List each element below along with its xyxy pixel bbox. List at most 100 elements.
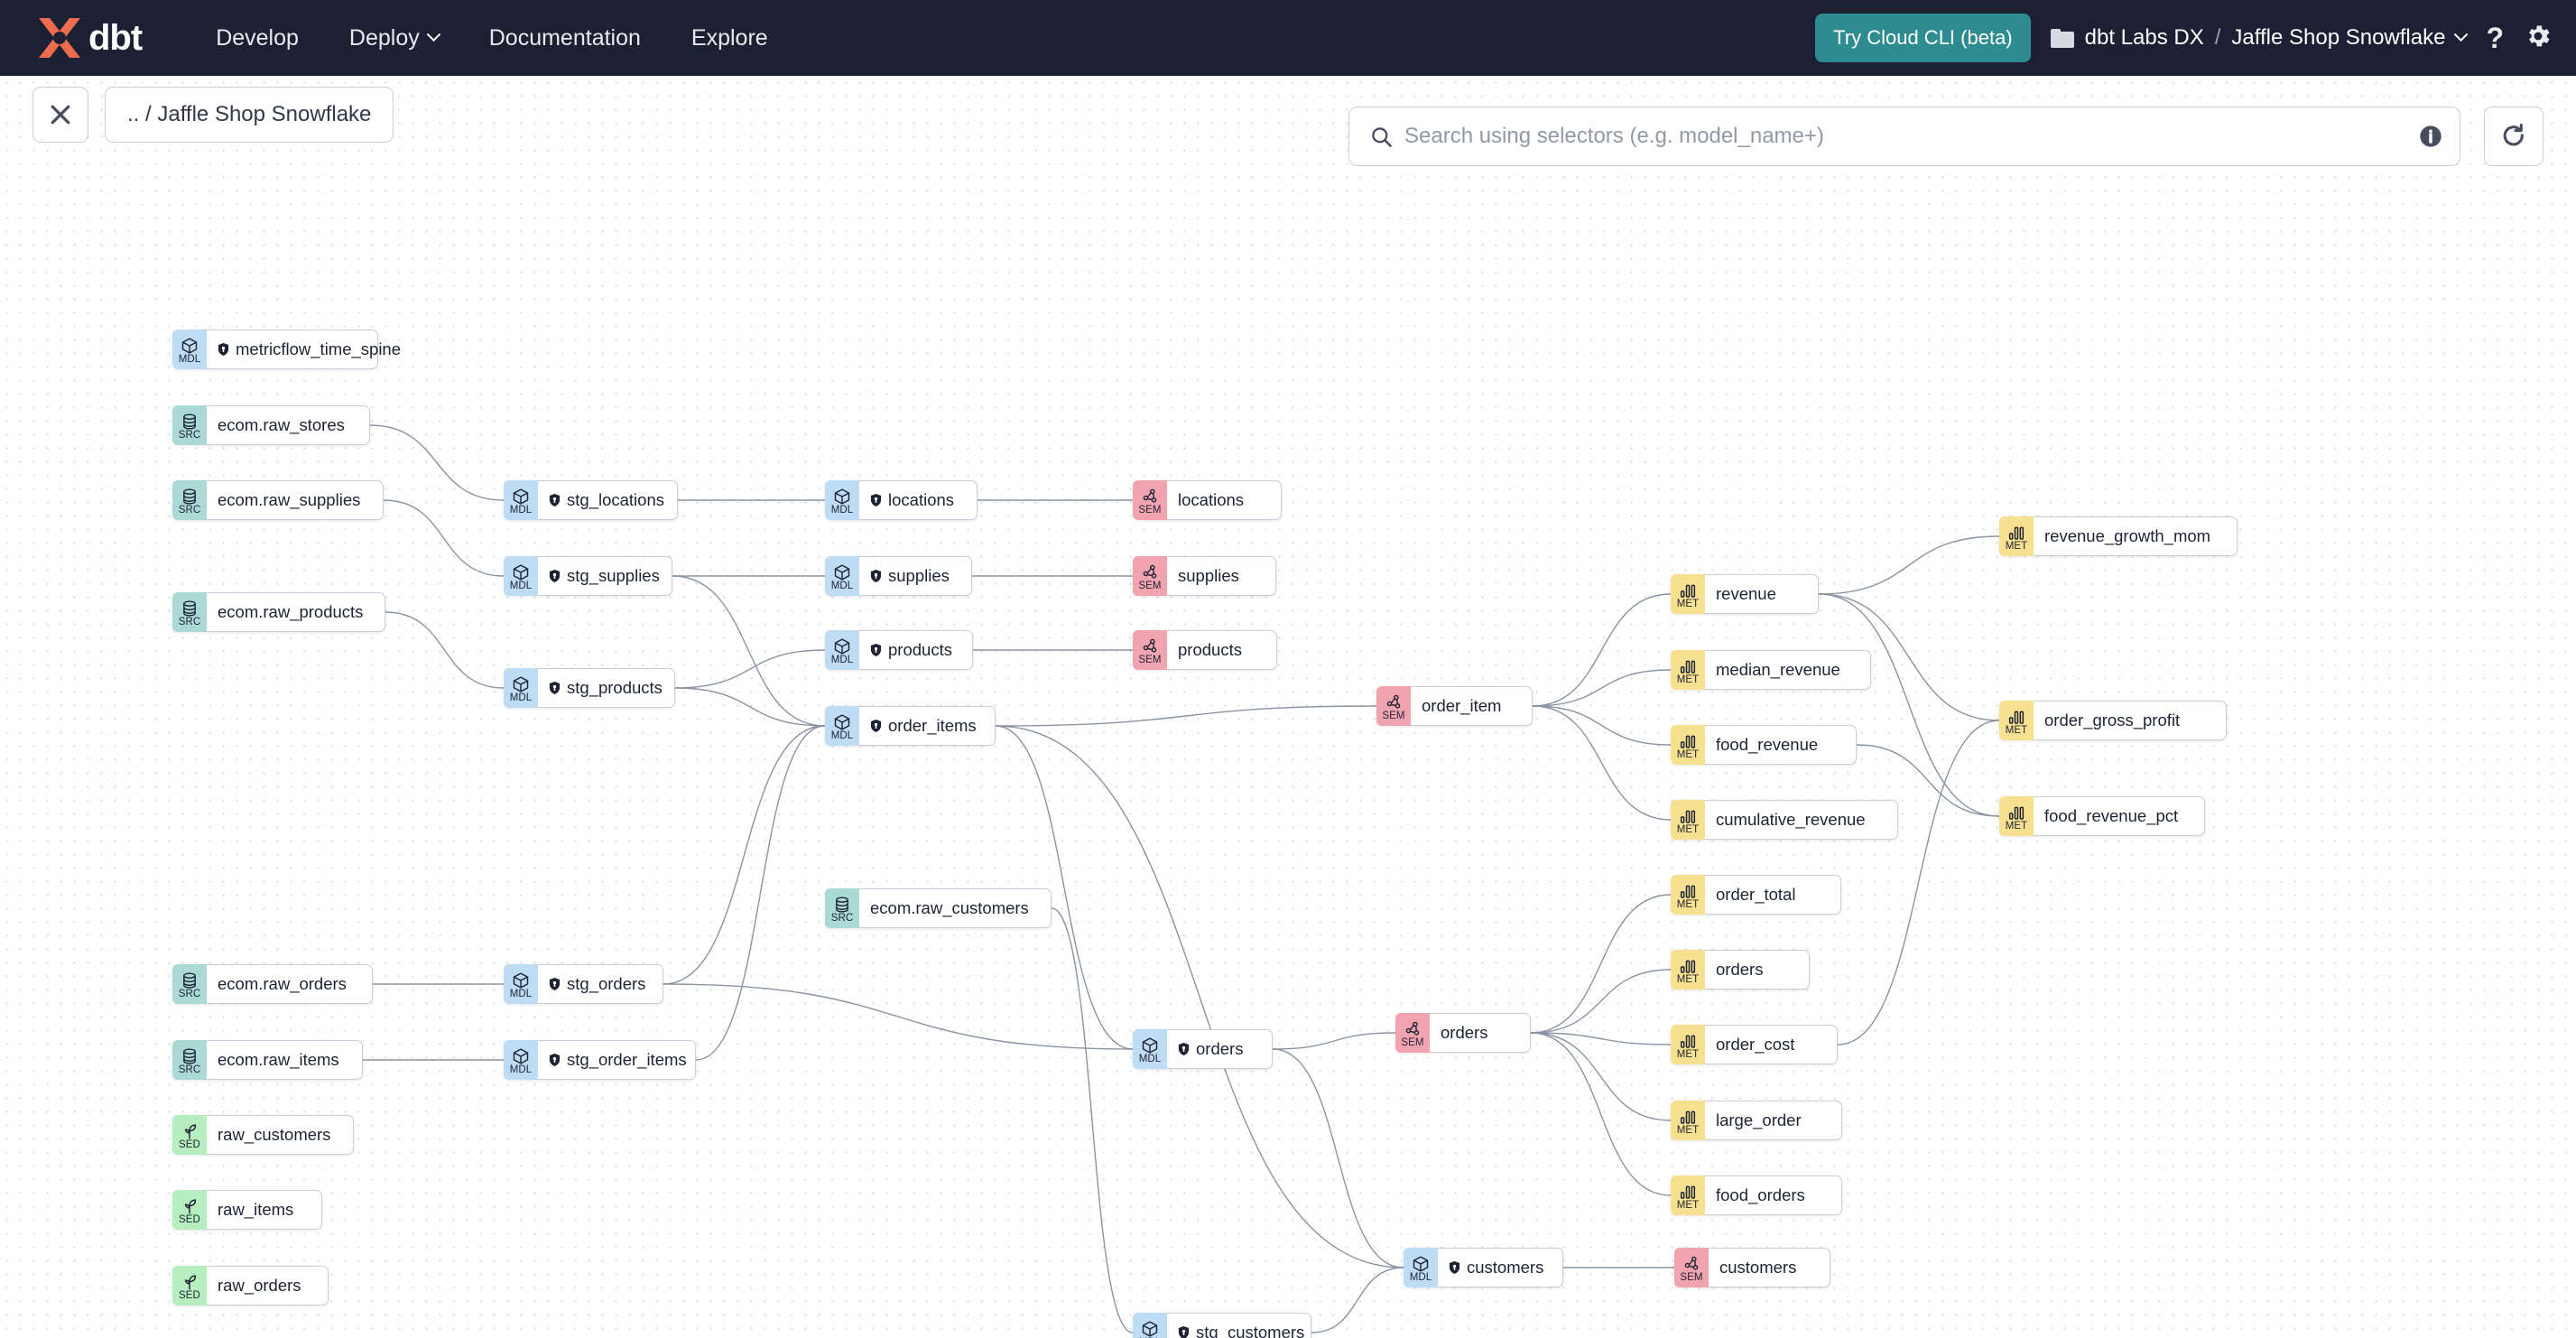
gear-icon[interactable] xyxy=(2524,22,2553,55)
contract-shield-icon xyxy=(1449,1260,1460,1275)
contract-shield-icon xyxy=(218,342,229,357)
account-project-breadcrumb[interactable]: dbt Labs DX / Jaffle Shop Snowflake xyxy=(2050,25,2469,51)
lineage-edge xyxy=(1530,969,1672,1034)
node-label-wrap: food_revenue_pct xyxy=(2034,796,2205,836)
graph-node-stg_customers[interactable]: MDL stg_customers xyxy=(1133,1313,1311,1338)
node-type-label: MET xyxy=(2005,820,2028,832)
node-label: stg_supplies xyxy=(567,566,660,585)
lineage-edge xyxy=(695,725,826,1061)
node-type-badge-sem: SEM xyxy=(1674,1248,1709,1287)
node-type-glyph xyxy=(1412,1255,1430,1273)
nav-item-documentation[interactable]: Documentation xyxy=(469,16,661,60)
node-label: stg_products xyxy=(567,678,663,697)
graph-node-orders_mdl[interactable]: MDL orders xyxy=(1133,1029,1273,1069)
nav-item-explore[interactable]: Explore xyxy=(672,16,788,60)
try-cloud-cli-button[interactable]: Try Cloud CLI (beta) xyxy=(1815,14,2031,62)
node-label-wrap: ecom.raw_orders xyxy=(207,964,373,1004)
bar-chart-icon xyxy=(2008,806,2025,820)
node-type-glyph xyxy=(833,713,851,731)
graph-node-met_food_revenue_pct[interactable]: MET food_revenue_pct xyxy=(1999,796,2205,836)
node-type-badge-mdl: MDL xyxy=(825,706,859,746)
graph-node-supplies[interactable]: MDL supplies xyxy=(825,556,972,596)
breadcrumb-separator: / xyxy=(2214,25,2221,50)
bar-chart-icon xyxy=(1680,885,1696,898)
graph-node-stg_order_items[interactable]: MDL stg_order_items xyxy=(504,1040,696,1080)
node-type-badge-sed: SED xyxy=(172,1190,207,1230)
dbt-wordmark: dbt xyxy=(88,18,143,58)
graph-node-raw_customers[interactable]: SED raw_customers xyxy=(172,1115,354,1155)
graph-node-order_items[interactable]: MDL order_items xyxy=(825,706,996,746)
node-type-badge-mdl: MDL xyxy=(825,480,859,520)
node-label-wrap: customers xyxy=(1709,1248,1830,1287)
breadcrumb-account-label: dbt Labs DX xyxy=(2084,25,2204,50)
node-label: order_total xyxy=(1716,885,1796,904)
node-type-label: SEM xyxy=(1680,1271,1703,1283)
node-type-badge-mdl: MDL xyxy=(504,964,538,1004)
graph-breadcrumb-button[interactable]: .. / Jaffle Shop Snowflake xyxy=(105,87,394,143)
node-type-badge-mdl: MDL xyxy=(1404,1248,1438,1287)
node-label-wrap: order_item xyxy=(1411,686,1533,726)
selector-search-box[interactable] xyxy=(1348,107,2460,166)
node-type-badge-sem: SEM xyxy=(1133,480,1167,520)
graph-node-stg_orders[interactable]: MDL stg_orders xyxy=(504,964,663,1004)
close-button[interactable] xyxy=(32,87,88,143)
node-label-wrap: revenue_growth_mom xyxy=(2034,516,2238,556)
dbt-x-logo-icon xyxy=(39,18,80,58)
node-label: metricflow_time_spine xyxy=(236,339,402,358)
lineage-edge xyxy=(1530,1032,1672,1196)
bar-chart-icon xyxy=(1680,960,1696,973)
graph-node-stg_products[interactable]: MDL stg_products xyxy=(504,668,675,708)
help-icon[interactable]: ? xyxy=(2486,21,2504,54)
node-label: large_order xyxy=(1716,1110,1802,1129)
node-type-badge-mdl: MDL xyxy=(1133,1313,1167,1338)
graph-node-products[interactable]: MDL products xyxy=(825,630,973,670)
node-type-label: SRC xyxy=(178,1064,201,1075)
lineage-edge xyxy=(1532,593,1672,707)
graph-node-sem_customers[interactable]: SEM customers xyxy=(1674,1248,1830,1287)
bar-chart-icon xyxy=(1680,584,1696,598)
graph-node-metricflow_time_spine[interactable]: MDL metricflow_time_spine xyxy=(172,330,401,369)
contract-shield-icon xyxy=(870,493,882,507)
dbt-logo[interactable]: dbt xyxy=(34,14,143,61)
graph-node-stg_supplies[interactable]: MDL stg_supplies xyxy=(504,556,672,596)
node-label: products xyxy=(888,640,952,659)
lineage-edge xyxy=(1051,907,1134,1333)
node-label: raw_customers xyxy=(218,1125,331,1144)
nav-item-deploy[interactable]: Deploy xyxy=(329,16,459,60)
graph-node-stg_locations[interactable]: MDL stg_locations xyxy=(504,480,678,520)
search-input[interactable] xyxy=(1404,124,2418,149)
node-type-badge-sed: SED xyxy=(172,1115,207,1155)
cube-icon xyxy=(181,337,198,354)
refresh-button[interactable] xyxy=(2484,107,2544,166)
graph-node-customers_mdl[interactable]: MDL customers xyxy=(1404,1248,1563,1287)
node-type-glyph xyxy=(1679,807,1697,825)
info-icon[interactable] xyxy=(2418,124,2443,149)
graph-node-locations[interactable]: MDL locations xyxy=(825,480,978,520)
nav-item-develop[interactable]: Develop xyxy=(196,16,319,60)
